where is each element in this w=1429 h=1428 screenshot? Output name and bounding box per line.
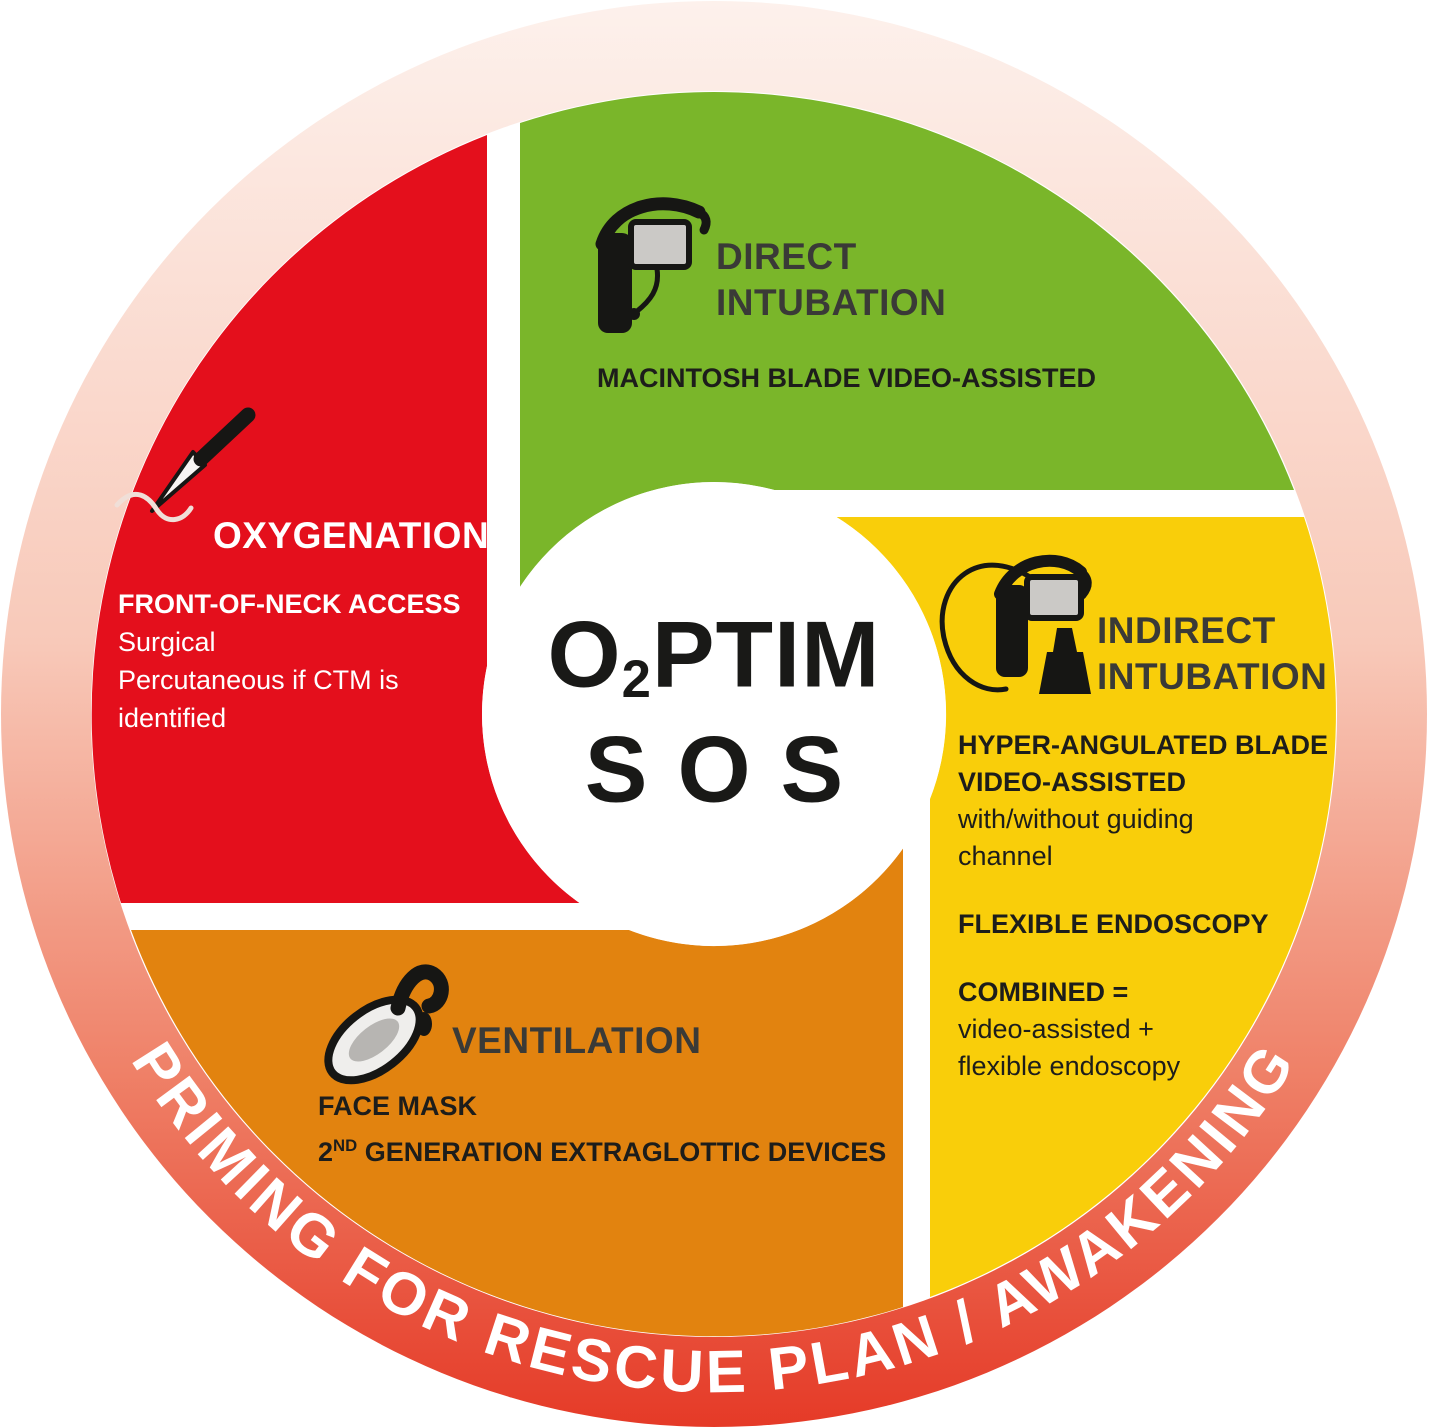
indirect-body-line: video-assisted + — [958, 1014, 1154, 1044]
ventilation-body-line1: FACE MASK — [318, 1091, 478, 1121]
direct-intubation-title-line2: INTUBATION — [716, 282, 947, 323]
indirect-body-line: FLEXIBLE ENDOSCOPY — [958, 909, 1269, 939]
ventilation-body-line2: 2ND GENERATION EXTRAGLOTTIC DEVICES — [318, 1126, 886, 1172]
scalpel-handle — [193, 407, 256, 467]
oxygenation-body-line4: identified — [118, 703, 227, 733]
indirect-intubation-title-line2: INTUBATION — [1097, 656, 1328, 697]
indirect-body-line: VIDEO-ASSISTED — [958, 767, 1187, 797]
indirect-body-line: flexible endoscopy — [958, 1051, 1181, 1081]
quadrant-direct-intubation — [520, 92, 1294, 587]
quadrant-ventilation — [131, 848, 903, 1337]
endoscope-handle — [1039, 628, 1091, 694]
center-title-line2: SOS — [584, 716, 874, 822]
indirect-intubation-body: HYPER-ANGULATED BLADE VIDEO-ASSISTED wit… — [958, 727, 1328, 1085]
ventilation-title: VENTILATION — [452, 1020, 702, 1061]
oxygenation-title: OXYGENATION — [213, 515, 490, 556]
laryngeal-mask-icon — [324, 964, 449, 1085]
mask-bowl — [348, 1018, 400, 1062]
handle — [996, 585, 1028, 677]
scalpel-icon — [114, 407, 256, 522]
quadrant-indirect-intubation — [836, 517, 1336, 1297]
ventilation-line2-number: 2 — [318, 1137, 334, 1167]
indirect-body-line: HYPER-ANGULATED BLADE — [958, 730, 1328, 760]
cable — [633, 266, 661, 315]
center-title-line1: O2PTIM — [547, 601, 881, 710]
oxygenation-body: FRONT-OF-NECK ACCESS Surgical Percutaneo… — [118, 585, 461, 737]
direct-intubation-title: DIRECT INTUBATION — [716, 234, 946, 326]
direct-intubation-title-line1: DIRECT — [716, 236, 857, 277]
oxygenation-body-line2: Surgical — [118, 627, 216, 657]
indirect-intubation-title-line1: INDIRECT — [1097, 610, 1276, 651]
blade — [994, 554, 1087, 600]
indirect-intubation-title: INDIRECT INTUBATION — [1097, 608, 1327, 700]
center-title-o: O — [547, 601, 622, 707]
pilot-balloon — [416, 1012, 432, 1036]
center-title: O2PTIM SOS — [547, 601, 881, 822]
center-disc — [482, 482, 946, 946]
ventilation-line2-ordinal: ND — [333, 1136, 358, 1155]
direct-intubation-subtitle: MACINTOSH BLADE VIDEO-ASSISTED — [597, 363, 1097, 393]
airway-tube — [390, 964, 449, 1016]
handle — [598, 233, 632, 333]
blade-tip — [694, 207, 711, 235]
oxygenation-body-line1: FRONT-OF-NECK ACCESS — [118, 589, 461, 619]
quadrant-oxygenation — [91, 135, 580, 903]
center-title-ptim: PTIM — [651, 601, 881, 707]
cable-plug — [628, 308, 640, 320]
monitor-screen — [1024, 574, 1084, 621]
oxygenation-body-line3: Percutaneous if CTM is — [118, 665, 399, 695]
monitor-screen — [628, 219, 692, 270]
indirect-body-line: COMBINED = — [958, 977, 1129, 1007]
center-title-subscript: 2 — [621, 650, 652, 710]
macintosh-video-laryngoscope-icon — [595, 197, 711, 333]
indirect-body-line: channel — [958, 841, 1053, 871]
ventilation-line2-text: GENERATION EXTRAGLOTTIC DEVICES — [357, 1137, 887, 1167]
blade — [595, 197, 706, 251]
guidewire — [114, 491, 194, 522]
ventilation-body: FACE MASK 2ND GENERATION EXTRAGLOTTIC DE… — [318, 1086, 886, 1172]
indirect-body-line: with/without guiding — [958, 804, 1194, 834]
hyper-angulated-video-laryngoscope-endoscope-icon — [939, 554, 1092, 694]
endoscope-cord — [939, 562, 1043, 693]
